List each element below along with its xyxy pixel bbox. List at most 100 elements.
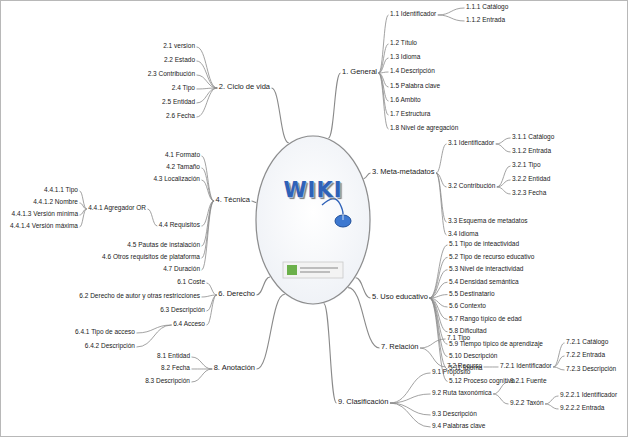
topic-text: 4.2 Tamaño bbox=[166, 163, 200, 170]
branch-line bbox=[80, 203, 87, 209]
topic-text: 2.5 Entidad bbox=[162, 98, 195, 105]
branch-line bbox=[207, 283, 217, 295]
topic-text: 2.4 Tipo bbox=[172, 84, 195, 91]
topic-text: 1.4 Descripción bbox=[390, 67, 435, 74]
topic-text: 9.2.2 Taxón bbox=[510, 399, 544, 406]
topic-label: 5.10 Descripción bbox=[449, 352, 497, 359]
topic-text: 4.6 Otros requisitos de plataforma bbox=[102, 253, 200, 260]
branch-label: 5. Uso educativo bbox=[372, 293, 428, 301]
topic-label: 2.6 Fecha bbox=[166, 112, 195, 119]
logo-line bbox=[300, 267, 338, 269]
topic-label: 4.1 Formato bbox=[165, 151, 200, 158]
topic-text: 5.7 Rango típico de edad bbox=[449, 315, 522, 322]
topic-label: 3.2 Contribución bbox=[448, 182, 495, 189]
topic-label: 4.4.1.2 Nombre bbox=[33, 198, 78, 205]
branch-line bbox=[257, 277, 271, 295]
topic-text: 9.2 Ruta taxonómica bbox=[432, 389, 492, 396]
topic-text: 6.1 Coste bbox=[177, 278, 205, 285]
topic-label: 7.2.1 Catálogo bbox=[566, 338, 608, 345]
topic-label: 7.2.2 Entrada bbox=[566, 351, 605, 358]
topic-text: 4.7 Duración bbox=[163, 265, 200, 272]
topic-text: 6.2 Derecho de autor y otras restriccion… bbox=[79, 292, 200, 299]
branch-line bbox=[496, 144, 511, 152]
topic-label: 4.7 Duración bbox=[163, 265, 200, 272]
ellipse-outline bbox=[255, 135, 371, 305]
topic-label: 3.2.1 Tipo bbox=[512, 161, 541, 168]
topic-text: 3.1 Identificador bbox=[448, 139, 494, 146]
topic-text: 5.8 Dificultad bbox=[449, 327, 487, 334]
topic-text: 9.1 Propósito bbox=[432, 368, 470, 375]
topic-label: 5.5 Destinatario bbox=[449, 290, 495, 297]
topic-text: 9. Clasificación bbox=[338, 398, 388, 406]
branch-line bbox=[438, 8, 465, 15]
topic-label: 8.2 Fecha bbox=[161, 364, 190, 371]
topic-text: 6.4.1 Tipo de acceso bbox=[75, 328, 135, 335]
topic-label: 1.1.1 Catálogo bbox=[466, 3, 508, 10]
mouse-body bbox=[335, 215, 351, 227]
topic-label: 5.7 Rango típico de edad bbox=[449, 315, 522, 322]
topic-label: 5.2 Tipo de recurso educativo bbox=[449, 253, 534, 260]
branch-line bbox=[436, 173, 446, 222]
topic-text: 4.5 Pautas de instalación bbox=[127, 241, 200, 248]
topic-label: 1.3 Idioma bbox=[390, 53, 420, 60]
topic-text: 4.4.1.4 Versión máxima bbox=[10, 222, 78, 229]
topic-text: 1.3 Idioma bbox=[390, 53, 420, 60]
branch-line bbox=[192, 369, 213, 382]
topic-text: 5.12 Proceso cognitivo bbox=[449, 377, 515, 384]
topic-label: 2.5 Entidad bbox=[162, 98, 195, 105]
branch-label: 4. Técnica bbox=[216, 196, 250, 204]
branch-line bbox=[197, 61, 218, 88]
topic-label: 9.2.2.1 Identificador bbox=[560, 391, 617, 398]
topic-label: 1.8 Nivel de agregación bbox=[390, 124, 458, 131]
branch-line bbox=[493, 394, 508, 404]
branch-label: 1. General bbox=[342, 68, 377, 76]
branch-line bbox=[545, 404, 559, 409]
topic-text: 7.2.2 Entrada bbox=[566, 351, 605, 358]
branch-line bbox=[197, 88, 218, 103]
topic-text: 3.4 Idioma bbox=[448, 230, 478, 237]
topic-text: 8.1 Entidad bbox=[157, 352, 190, 359]
topic-label: 6.2 Derecho de autor y otras restriccion… bbox=[79, 292, 200, 299]
branch-line bbox=[379, 72, 389, 73]
branch-line bbox=[429, 270, 447, 298]
branch-line bbox=[379, 73, 389, 129]
topic-label: 8.3 Descripción bbox=[145, 377, 190, 384]
topic-text: 7.2.3 Descripción bbox=[566, 365, 616, 372]
topic-text: 3.3 Esquema de metadatos bbox=[448, 217, 528, 224]
topic-text: 8.2 Fecha bbox=[161, 364, 190, 371]
topic-label: 5.1 Tipo de inteactividad bbox=[449, 240, 519, 247]
branch-line bbox=[80, 191, 87, 209]
topic-label: 1.5 Palabra clave bbox=[390, 82, 440, 89]
topic-label: 1.1 Identificador bbox=[390, 10, 436, 17]
branch-label: 3. Meta-metadatos bbox=[372, 168, 435, 176]
branch-line bbox=[379, 73, 389, 115]
topic-text: 3.2.2 Entidad bbox=[512, 175, 550, 182]
topic-label: 1.2 Título bbox=[390, 39, 417, 46]
branch-line bbox=[202, 201, 215, 270]
topic-text: 5. Uso educativo bbox=[372, 293, 428, 301]
branch-label: 2. Ciclo de vida bbox=[219, 83, 270, 91]
topic-label: 4.4.1 Agregador OR bbox=[88, 204, 146, 211]
topic-text: 7.2.1 Identificador bbox=[500, 362, 552, 369]
topic-label: 1.4 Descripción bbox=[390, 67, 435, 74]
branch-label: 7. Relación bbox=[381, 343, 419, 351]
branch-line bbox=[436, 144, 446, 173]
topic-label: 2.4 Tipo bbox=[172, 84, 195, 91]
topic-text: 2.3 Contribución bbox=[148, 70, 195, 77]
branch-line bbox=[202, 156, 215, 201]
topic-text: 5.1 Tipo de inteactividad bbox=[449, 240, 519, 247]
topic-text: 4.3 Localización bbox=[153, 175, 200, 182]
branch-line bbox=[197, 47, 218, 88]
topic-label: 3.3 Esquema de metadatos bbox=[448, 217, 528, 224]
topic-label: 4.4.1.4 Versión máxima bbox=[10, 222, 78, 229]
topic-text: 1.1.1 Catálogo bbox=[466, 3, 508, 10]
topic-label: 3.4 Idioma bbox=[448, 230, 478, 237]
branch-line bbox=[202, 180, 215, 201]
topic-label: 8.1 Entidad bbox=[157, 352, 190, 359]
topic-label: 9.2.2 Taxón bbox=[510, 399, 544, 406]
topic-text: 1.5 Palabra clave bbox=[390, 82, 440, 89]
topic-text: 4. Técnica bbox=[216, 196, 250, 204]
topic-label: 6.1 Coste bbox=[177, 278, 205, 285]
topic-text: 9.2.2.2 Entrada bbox=[560, 404, 604, 411]
